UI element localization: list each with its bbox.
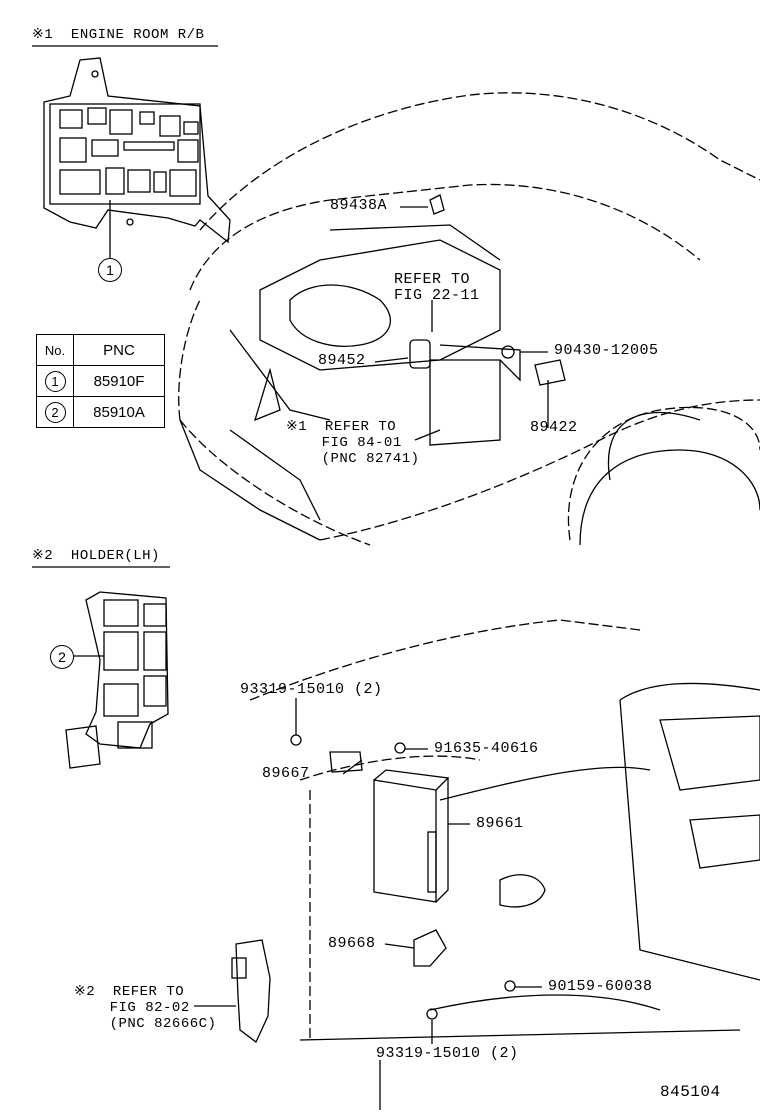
callout-circle-1: 1 [98, 258, 122, 282]
part-label-89661: 89661 [476, 815, 524, 832]
table-header-no: No. [36, 334, 74, 366]
ecu-drawing [290, 734, 516, 1020]
table-row-number: 2 [44, 401, 66, 423]
pnc-table: No. PNC 1 85910F 2 85910A [36, 334, 165, 428]
refer-label-fig-84: ※1 REFER TO FIG 84-01 (PNC 82741) [286, 419, 420, 467]
part-label-89667: 89667 [262, 765, 310, 782]
dashboard-panels-drawing [299, 682, 760, 1110]
leader-lines-upper [374, 206, 549, 441]
table-header-pnc: PNC [73, 334, 165, 366]
engine-bay-drawing [178, 92, 760, 546]
part-label-90430: 90430-12005 [554, 342, 659, 359]
part-label-93319-bottom: 93319-15010 (2) [376, 1045, 519, 1062]
part-label-89438a: 89438A [330, 197, 388, 214]
bracket-drawing [231, 939, 271, 1044]
refer-label-fig-82: ※2 REFER TO FIG 82-02 (PNC 82666C) [74, 984, 217, 1032]
table-row: 1 85910F [36, 365, 165, 397]
table-row-pnc: 85910F [73, 365, 165, 397]
part-label-89452: 89452 [318, 352, 366, 369]
part-label-89668: 89668 [328, 935, 376, 952]
section-title-holder: ※2 HOLDER(LH) [32, 548, 160, 564]
leader-lines-lower [194, 698, 542, 1044]
holder-drawing [65, 591, 169, 769]
part-label-89422: 89422 [530, 419, 578, 436]
table-row-pnc: 85910A [73, 396, 165, 428]
dashboard-drawing [249, 619, 641, 1040]
engine-components-drawing [179, 194, 760, 546]
part-label-90159: 90159-60038 [548, 978, 653, 995]
refer-label-fig-22: REFER TO FIG 22-11 [394, 271, 480, 304]
section-title-engine-room: ※1 ENGINE ROOM R/B [32, 27, 205, 43]
diagram-number: 845104 [660, 1083, 721, 1101]
relay-block-drawing [43, 57, 231, 258]
part-label-93319-top: 93319-15010 (2) [240, 681, 383, 698]
table-row-number: 1 [44, 370, 66, 392]
part-label-91635: 91635-40616 [434, 740, 539, 757]
callout-circle-2: 2 [50, 645, 74, 669]
table-row: 2 85910A [36, 396, 165, 428]
